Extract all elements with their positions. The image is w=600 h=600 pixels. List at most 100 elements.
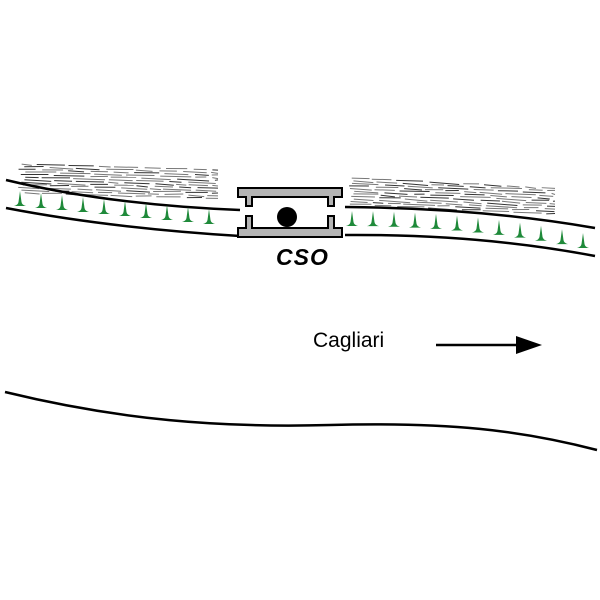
hatch-stroke [24, 180, 51, 182]
cso-structure [238, 188, 342, 237]
hatch-stroke [474, 189, 494, 190]
hatch-stroke [136, 181, 163, 182]
hatch-stroke [511, 197, 531, 198]
hatch-stroke [373, 203, 383, 204]
vegetation-marker [35, 193, 47, 208]
hatch-stroke [417, 202, 442, 203]
hatch-stroke [155, 186, 173, 187]
hatch-stroke [487, 203, 517, 205]
vegetation-marker [430, 214, 442, 229]
vegetation-marker [493, 220, 505, 235]
hatch-stroke [400, 191, 430, 192]
hatch-stroke [536, 211, 554, 212]
hatch-stroke [408, 186, 433, 188]
hatch-stroke [37, 165, 65, 166]
channel-lower-line-left [6, 208, 240, 236]
hatch-stroke [430, 182, 460, 184]
hatch-stroke [94, 174, 122, 175]
hatch-stroke [505, 194, 535, 195]
hatch-stroke [196, 190, 216, 191]
hatch-stroke [21, 190, 49, 191]
hatch-stroke [126, 191, 150, 193]
vegetation-marker [451, 216, 463, 231]
hatch-stroke [118, 193, 145, 194]
hatch-stroke [486, 208, 509, 209]
hatch-stroke [507, 186, 520, 187]
hatch-stroke [470, 187, 486, 188]
hatch-stroke [179, 187, 191, 188]
hatch-stroke [438, 188, 468, 189]
hatch-stroke [490, 196, 506, 197]
hatch-stroke [491, 188, 522, 189]
hatch-stroke [372, 179, 392, 180]
hatch-stroke [469, 205, 482, 206]
hatch-stroke [542, 188, 555, 189]
vegetation-marker [98, 199, 110, 214]
hatch-stroke [155, 184, 173, 186]
hatch-stroke [198, 188, 218, 189]
hatch-stroke [50, 168, 74, 170]
vegetation-marker [140, 203, 152, 218]
hatch-stroke [453, 199, 474, 200]
hatch-stroke [176, 184, 186, 185]
hatch-stroke [481, 200, 500, 201]
vegetation-marker [367, 211, 379, 226]
hatch-stroke [403, 204, 435, 205]
vegetation-markers-right [346, 211, 589, 248]
hatch-stroke [351, 202, 368, 203]
hatch-stroke [539, 195, 553, 196]
hatch-stroke [60, 173, 90, 174]
hatch-stroke [483, 211, 509, 212]
hatch-stroke [96, 190, 121, 191]
hatch-stroke [136, 186, 147, 187]
hatch-stroke [403, 183, 428, 185]
hatch-stroke [448, 186, 464, 187]
vegetation-marker [56, 195, 68, 210]
hatch-stroke [350, 188, 372, 190]
hatch-stroke [354, 199, 374, 200]
hatch-stroke [354, 191, 378, 193]
vegetation-marker [472, 218, 484, 233]
cso-label: CSO [276, 244, 329, 271]
vegetation-marker [14, 191, 26, 206]
vegetation-marker [77, 197, 89, 212]
hatch-stroke [405, 199, 428, 201]
hatch-stroke [76, 181, 104, 182]
hatch-stroke [446, 204, 463, 205]
hatch-stroke [169, 182, 181, 183]
vegetation-marker [409, 213, 421, 228]
hatch-stroke [486, 206, 517, 208]
cso-top-beam [238, 188, 342, 206]
hatch-stroke [552, 193, 555, 194]
hatch-stroke [351, 196, 375, 197]
hatch-stroke [460, 197, 490, 198]
hatch-stroke [195, 175, 209, 176]
hatch-stroke [455, 207, 480, 208]
hatch-stroke [529, 190, 543, 191]
hatch-stroke [57, 183, 85, 185]
hatch-stroke [177, 179, 209, 181]
hatch-stroke [114, 172, 129, 173]
hatch-stroke [404, 189, 422, 190]
vegetation-marker [535, 226, 547, 241]
hatch-stroke [376, 182, 397, 183]
hatch-stroke [465, 194, 485, 195]
channel-lower-line-right [345, 235, 595, 256]
hatch-stroke [480, 192, 503, 194]
hatch-stroke [464, 192, 476, 193]
hatch-stroke [164, 174, 188, 175]
hatch-stroke [22, 164, 32, 165]
hatch-stroke [502, 201, 520, 203]
hatch-stroke [525, 187, 536, 189]
road-line [5, 392, 597, 450]
hatch-stroke [399, 196, 417, 197]
hatch-stroke [163, 189, 191, 190]
hatch-stroke [375, 190, 395, 191]
hatch-stroke [99, 166, 111, 167]
vegetation-marker [119, 201, 131, 216]
hatch-stroke [381, 195, 395, 197]
hatch-stroke [25, 193, 40, 194]
direction-label: Cagliari [313, 329, 384, 353]
hatched-area-left [18, 164, 218, 198]
